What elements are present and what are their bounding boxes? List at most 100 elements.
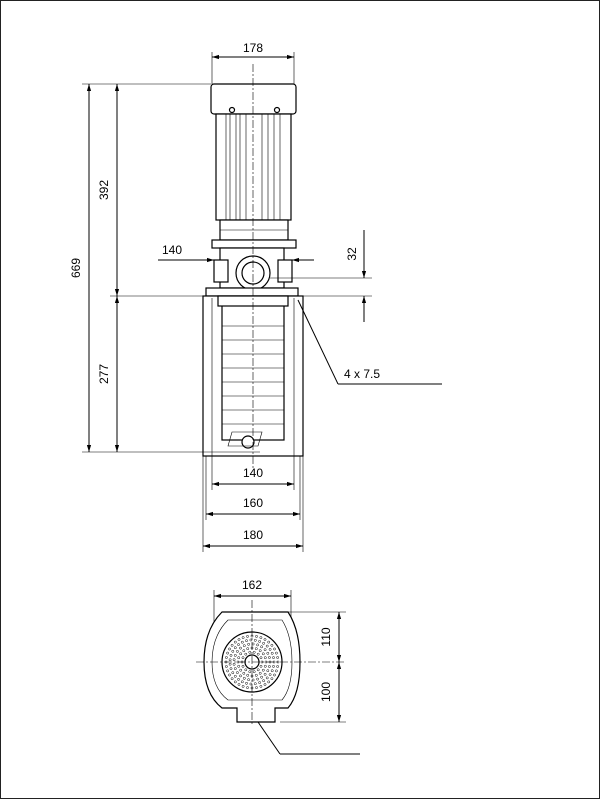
- strainer-dot: [244, 652, 248, 656]
- strainer-dot: [233, 646, 237, 650]
- bottom-leader: [257, 721, 360, 755]
- label-100: 100: [319, 682, 333, 702]
- strainer-dot: [267, 680, 271, 684]
- strainer-dot: [246, 673, 250, 677]
- strainer-dot: [241, 685, 245, 688]
- holes-leader: 4 x 7.5: [297, 299, 442, 385]
- label-180: 180: [243, 528, 263, 542]
- strainer-dot: [236, 671, 239, 674]
- strainer-dot: [237, 638, 241, 641]
- strainer-dot: [231, 671, 235, 675]
- strainer-dot: [256, 677, 259, 681]
- strainer-dot: [233, 674, 237, 678]
- dim-vertical-left: 669 392 277: [69, 83, 260, 453]
- strainer-dot: [259, 685, 263, 688]
- strainer-dot: [232, 662, 236, 666]
- strainer-dot: [232, 658, 236, 662]
- strainer-dot: [247, 642, 250, 646]
- strainer-dot: [240, 640, 244, 644]
- label-110: 110: [319, 627, 333, 646]
- strainer-dot: [230, 677, 234, 681]
- strainer-dot: [273, 647, 276, 651]
- strainer-dot: [253, 638, 257, 642]
- strainer-dot: [254, 673, 258, 677]
- strainer-dot: [246, 647, 250, 651]
- strainer-dot: [270, 669, 274, 673]
- strainer-dot: [245, 681, 248, 685]
- strainer-dot: [225, 656, 228, 659]
- strainer-dot: [225, 665, 228, 668]
- label-140-port: 140: [162, 243, 182, 257]
- label-140-base: 140: [243, 466, 263, 480]
- strainer-dot: [272, 656, 275, 659]
- strainer-dot: [241, 664, 245, 668]
- strainer-dot: [230, 643, 234, 647]
- strainer-dot: [258, 671, 262, 675]
- strainer-dot: [226, 669, 229, 673]
- strainer-dot: [242, 671, 246, 675]
- dim-port-width: 140: [158, 243, 314, 263]
- strainer-dot: [240, 680, 244, 684]
- strainer-dot: [237, 664, 241, 668]
- strainer-dot: [242, 676, 246, 680]
- strainer-dot: [236, 650, 239, 653]
- strainer-dot: [255, 686, 258, 689]
- strainer-dot: [233, 654, 237, 657]
- label-178: 178: [243, 41, 263, 55]
- strainer-dot: [259, 664, 263, 668]
- strainer-dot: [255, 635, 258, 638]
- strainer-dot: [265, 676, 269, 680]
- strainer-dot: [261, 652, 265, 656]
- dim-bottom-vertical: 110 100: [256, 611, 346, 723]
- strainer-dot: [266, 651, 270, 655]
- strainer-dot: [246, 686, 249, 689]
- strainer-dot: [259, 636, 263, 639]
- strainer-dot: [275, 651, 278, 655]
- strainer-dot: [266, 669, 270, 673]
- strainer-dot: [273, 673, 276, 677]
- label-669: 669: [69, 258, 83, 278]
- strainer-dot: [268, 656, 271, 659]
- strainer-dot: [256, 668, 260, 672]
- strainer-dot: [239, 674, 242, 678]
- strainer-dot: [263, 683, 267, 686]
- strainer-dot: [247, 678, 250, 682]
- strainer-dot: [263, 648, 267, 652]
- strainer-dot: [276, 665, 279, 668]
- strainer-dot: [237, 656, 241, 660]
- strainer-dot: [262, 641, 265, 645]
- strainer-dot: [237, 643, 240, 646]
- strainer-dot: [254, 647, 258, 651]
- strainer-dot: [268, 648, 272, 651]
- strainer-dot: [231, 649, 235, 653]
- strainer-dot: [244, 668, 248, 672]
- strainer-dot: [256, 652, 260, 656]
- strainer-dot: [260, 645, 263, 649]
- strainer-dot: [270, 651, 274, 655]
- strainer-dot: [276, 656, 279, 659]
- strainer-dot: [258, 681, 261, 684]
- bottom-view: 162 110 100: [196, 578, 360, 755]
- strainer-dot: [242, 649, 246, 653]
- strainer-dot: [239, 668, 243, 672]
- strainer-dot: [246, 635, 249, 638]
- strainer-dot: [229, 667, 233, 670]
- strainer-dot: [258, 649, 262, 653]
- dim-bottom-width: 162: [213, 578, 292, 640]
- strainer-dot: [228, 647, 231, 651]
- strainer-dot: [270, 643, 274, 647]
- strainer-dot: [229, 654, 233, 657]
- strainer-dot: [263, 656, 267, 660]
- strainer-dot: [228, 662, 232, 666]
- dim-motor-width: 178: [211, 41, 295, 84]
- strainer-dot: [233, 640, 237, 644]
- pump-head: [205, 239, 299, 297]
- strainer-dot: [248, 650, 252, 654]
- label-holes: 4 x 7.5: [344, 367, 380, 381]
- label-392: 392: [97, 180, 111, 200]
- strainer-dot: [268, 673, 272, 676]
- strainer-dot: [248, 670, 252, 674]
- strainer-dot: [252, 650, 256, 654]
- dim-port-offset: 32: [270, 230, 372, 322]
